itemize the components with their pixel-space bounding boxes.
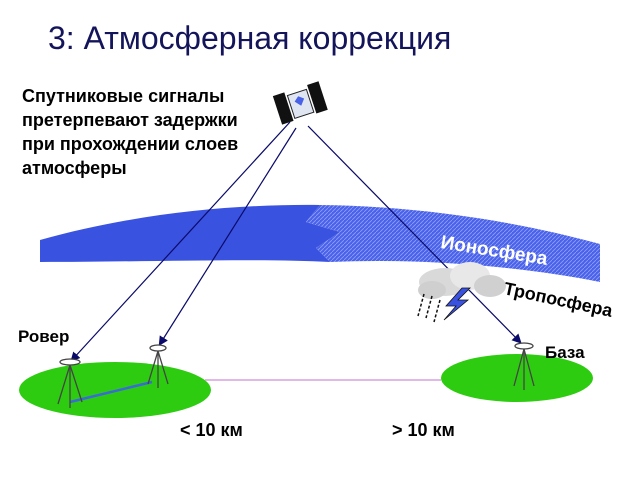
base-ground: [441, 354, 593, 402]
satellite-icon: [272, 81, 328, 125]
lightning-icon: [443, 287, 471, 321]
description-line: при прохождении слоев: [22, 134, 239, 154]
signal-lines: [70, 121, 522, 362]
rover-label: Ровер: [18, 327, 69, 346]
tripod-antenna-icon: [147, 344, 169, 388]
short-distance-label: < 10 км: [180, 420, 243, 440]
short-baseline-line: [69, 380, 153, 404]
description-line: претерпевают задержки: [22, 110, 238, 130]
signal-line: [158, 127, 297, 347]
storm-cloud-icon: [418, 262, 506, 299]
tripod-antenna-icon: [57, 358, 83, 408]
description-line: атмосферы: [22, 158, 127, 178]
slide-title: 3: Атмосферная коррекция: [48, 20, 452, 56]
ionosphere-band: [40, 204, 600, 282]
rain-icon: [417, 293, 441, 323]
long-distance-label: > 10 км: [392, 420, 455, 440]
description-line: Спутниковые сигналы: [22, 86, 225, 106]
description-text: Спутниковые сигналы претерпевают задержк…: [22, 84, 292, 180]
troposphere-label: Тропосфера: [502, 278, 615, 321]
tripod-antenna-icon: [513, 342, 535, 390]
base-label: База: [545, 343, 585, 362]
signal-line: [307, 125, 522, 344]
signal-line: [70, 121, 291, 362]
